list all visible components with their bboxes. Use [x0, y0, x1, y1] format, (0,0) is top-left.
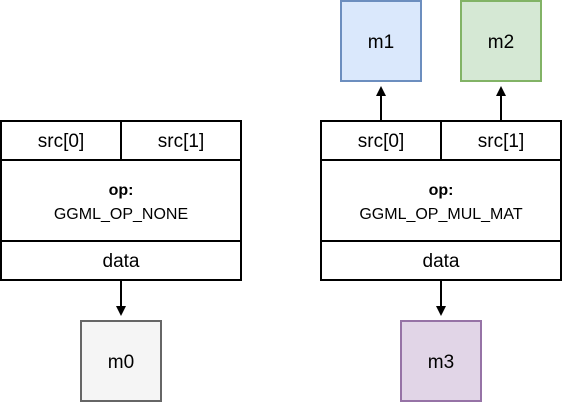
m1-node: m1	[340, 0, 422, 82]
m3-node: m3	[400, 320, 482, 402]
m2-label: m2	[488, 32, 514, 53]
arrows	[116, 86, 506, 316]
left-src0-label: src[0]	[38, 131, 84, 152]
left-tensor-node: src[0] src[1] op: GGML_OP_NONE data	[0, 120, 242, 281]
m0-node: m0	[80, 320, 162, 402]
m3-box	[400, 320, 482, 402]
m2-node: m2	[460, 0, 542, 82]
m0-box	[80, 320, 162, 402]
left-op-label: op:	[109, 182, 134, 199]
right-data-label: data	[423, 251, 460, 272]
right-src1-label: src[1]	[478, 131, 524, 152]
right-src0-label: src[0]	[358, 131, 404, 152]
m1-box	[340, 0, 422, 82]
m2-box	[460, 0, 542, 82]
m1-label: m1	[368, 32, 394, 53]
m0-label: m0	[108, 352, 134, 373]
right-op-value: GGML_OP_MUL_MAT	[359, 206, 523, 223]
right-op-label: op:	[429, 182, 454, 199]
left-data-label: data	[103, 251, 140, 272]
left-op-value: GGML_OP_NONE	[54, 206, 188, 223]
right-tensor-node: src[0] src[1] op: GGML_OP_MUL_MAT data	[320, 120, 562, 281]
left-src1-label: src[1]	[158, 131, 204, 152]
m3-label: m3	[428, 352, 454, 373]
